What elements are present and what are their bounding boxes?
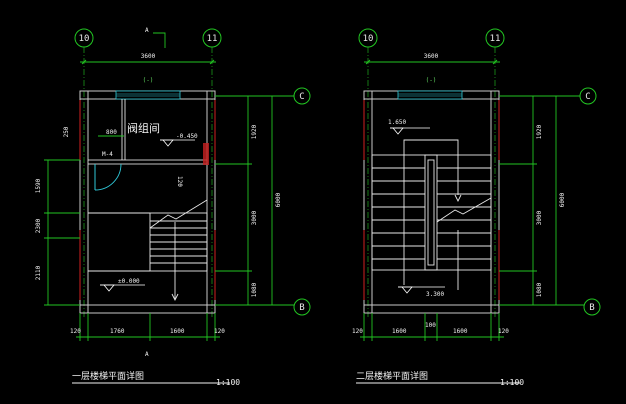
svg-text:A: A <box>145 351 149 358</box>
svg-text:1760: 1760 <box>110 328 125 335</box>
svg-text:120: 120 <box>352 328 363 335</box>
axis-11-bubble: 11 <box>202 28 222 318</box>
window-tag: (-) <box>143 77 154 84</box>
svg-text:6000: 6000 <box>559 192 566 207</box>
svg-text:120: 120 <box>70 328 81 335</box>
svg-text:800: 800 <box>106 129 117 136</box>
svg-text:3600: 3600 <box>141 53 156 60</box>
svg-text:B: B <box>299 303 304 313</box>
stair-walls <box>79 90 216 314</box>
door-swing <box>94 163 122 191</box>
svg-text:C: C <box>299 92 304 102</box>
plan-second-floor: 10 11 3600 (-) <box>352 28 601 387</box>
svg-text:11: 11 <box>207 34 218 44</box>
svg-text:250: 250 <box>63 126 70 137</box>
top-dimension-r: 3600 <box>364 53 500 65</box>
axis-10-bubble: 10 <box>74 28 94 318</box>
svg-text:一层楼梯平面详图: 一层楼梯平面详图 <box>72 370 144 382</box>
svg-text:1.650: 1.650 <box>388 119 406 126</box>
scale-right: 1:100 <box>500 378 524 387</box>
svg-text:3000: 3000 <box>251 210 258 225</box>
svg-text:1080: 1080 <box>251 282 258 297</box>
level-marker-valve-room: -0.450 <box>160 133 198 147</box>
section-mark-top: A <box>145 27 166 48</box>
svg-text:1080: 1080 <box>536 282 543 297</box>
svg-text:C: C <box>585 92 590 102</box>
svg-text:100: 100 <box>425 322 436 329</box>
svg-text:1590: 1590 <box>35 178 42 193</box>
svg-text:±0.000: ±0.000 <box>118 278 140 285</box>
svg-text:10: 10 <box>363 34 374 44</box>
svg-text:3000: 3000 <box>536 210 543 225</box>
axis-c-bubble: C <box>293 87 311 105</box>
svg-text:120: 120 <box>498 328 509 335</box>
top-dimension: 3600 <box>80 53 216 65</box>
bottom-dimension-chain-r: 120 1600 100 1600 120 <box>352 313 509 341</box>
stair-flight <box>88 199 208 302</box>
svg-text:1600: 1600 <box>170 328 185 335</box>
svg-text:二层楼梯平面详图: 二层楼梯平面详图 <box>356 370 428 382</box>
svg-text:2300: 2300 <box>35 218 42 233</box>
right-dimension-chain: 1920 3000 1080 6000 <box>215 95 300 306</box>
svg-text:B: B <box>589 303 594 313</box>
stair-walls-r <box>363 90 500 314</box>
window-tag-r: (-) <box>426 77 437 84</box>
svg-text:1920: 1920 <box>251 124 258 139</box>
svg-text:3600: 3600 <box>424 53 439 60</box>
door-dimension: 800 M-4 <box>98 129 124 158</box>
svg-text:6000: 6000 <box>275 192 282 207</box>
svg-text:2110: 2110 <box>35 265 42 280</box>
svg-text:3.300: 3.300 <box>426 291 444 298</box>
left-dimension-chain: 1590 2300 2110 250 <box>35 126 80 306</box>
scale-left: 1:100 <box>216 378 240 387</box>
window-top-r <box>397 90 463 100</box>
right-dimension-chain-r: 1920 3000 1080 6000 <box>499 95 585 306</box>
door-tag: M-4 <box>102 151 113 158</box>
svg-text:120: 120 <box>214 328 225 335</box>
stair-flights-r <box>371 139 492 290</box>
plan-first-floor: 10 11 A 3600 (-) <box>35 27 311 387</box>
bottom-dimension-chain: 120 1760 1600 120 A <box>70 313 225 358</box>
axis-10-bubble-r: 10 <box>358 28 378 318</box>
window-top <box>115 90 181 100</box>
axis-b-bubble: B <box>293 298 311 316</box>
plan-title-right: 二层楼梯平面详图 1:100 <box>356 370 524 387</box>
valve-room-label: 阀组间 <box>127 121 160 135</box>
plan-title-left: 一层楼梯平面详图 1:100 <box>72 370 240 387</box>
level-marker-ground: ±0.000 <box>100 278 145 292</box>
axis-c-bubble-r: C <box>579 87 597 105</box>
axis-b-bubble-r: B <box>583 298 601 316</box>
axis-11-bubble-r: 11 <box>485 28 505 318</box>
svg-text:11: 11 <box>490 34 501 44</box>
svg-text:10: 10 <box>79 34 90 44</box>
svg-text:-0.450: -0.450 <box>176 133 198 140</box>
level-marker-floor2: 3.300 <box>398 286 445 298</box>
valve-room-partition <box>88 99 209 165</box>
svg-text:1600: 1600 <box>453 328 468 335</box>
level-marker-landing: 1.650 <box>388 119 430 135</box>
svg-text:1920: 1920 <box>536 124 543 139</box>
svg-text:A: A <box>145 27 149 34</box>
svg-text:1600: 1600 <box>392 328 407 335</box>
mark-120: 120 <box>176 176 183 187</box>
